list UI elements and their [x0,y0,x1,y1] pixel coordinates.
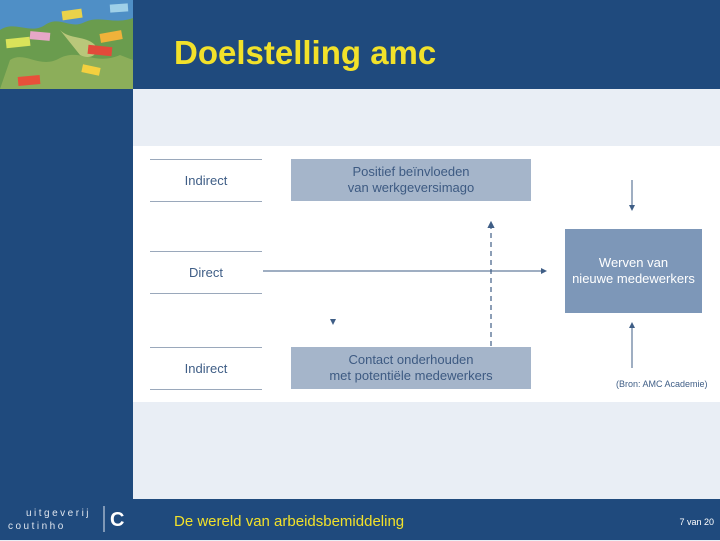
logo-line1: uitgeverij [26,508,91,519]
indirect-bottom-box: Indirect [150,347,262,390]
source-note: (Bron: AMC Academie) [616,379,708,389]
small-down-arrow-left [330,319,336,325]
indirect-bottom-label: Indirect [184,360,228,376]
left-sidebar [0,0,133,540]
slide-title: Doelstelling amc [174,34,437,71]
direct-box: Direct [150,251,262,294]
header-bar [133,0,720,89]
target-line1: Werven van [598,255,669,270]
contact-line1: Contact onderhouden [348,352,474,367]
employer-image-line1: Positief beïnvloeden [352,164,470,179]
target-line2: nieuwe medewerkers [572,271,695,286]
employer-image-box: Positief beïnvloeden van werkgeversimago [291,159,531,201]
direct-label: Direct [189,264,223,280]
footer-title: De wereld van arbeidsbemiddeling [174,513,405,530]
page-number: 7 van 20 [679,517,714,527]
recruit-target-box: Werven van nieuwe medewerkers [565,229,702,313]
contact-line2: met potentiële medewerkers [329,368,493,383]
publisher-logo: uitgeverij coutinho C [4,502,132,536]
indirect-top-box: Indirect [150,159,262,202]
footer-bar [0,499,720,540]
employer-image-line2: van werkgeversimago [347,180,475,195]
logo-line2: coutinho [8,521,66,532]
logo-letter: C [110,509,124,531]
contact-box: Contact onderhouden met potentiële medew… [291,347,531,389]
indirect-top-label: Indirect [184,172,228,188]
europe-map-thumbnail [0,0,133,89]
